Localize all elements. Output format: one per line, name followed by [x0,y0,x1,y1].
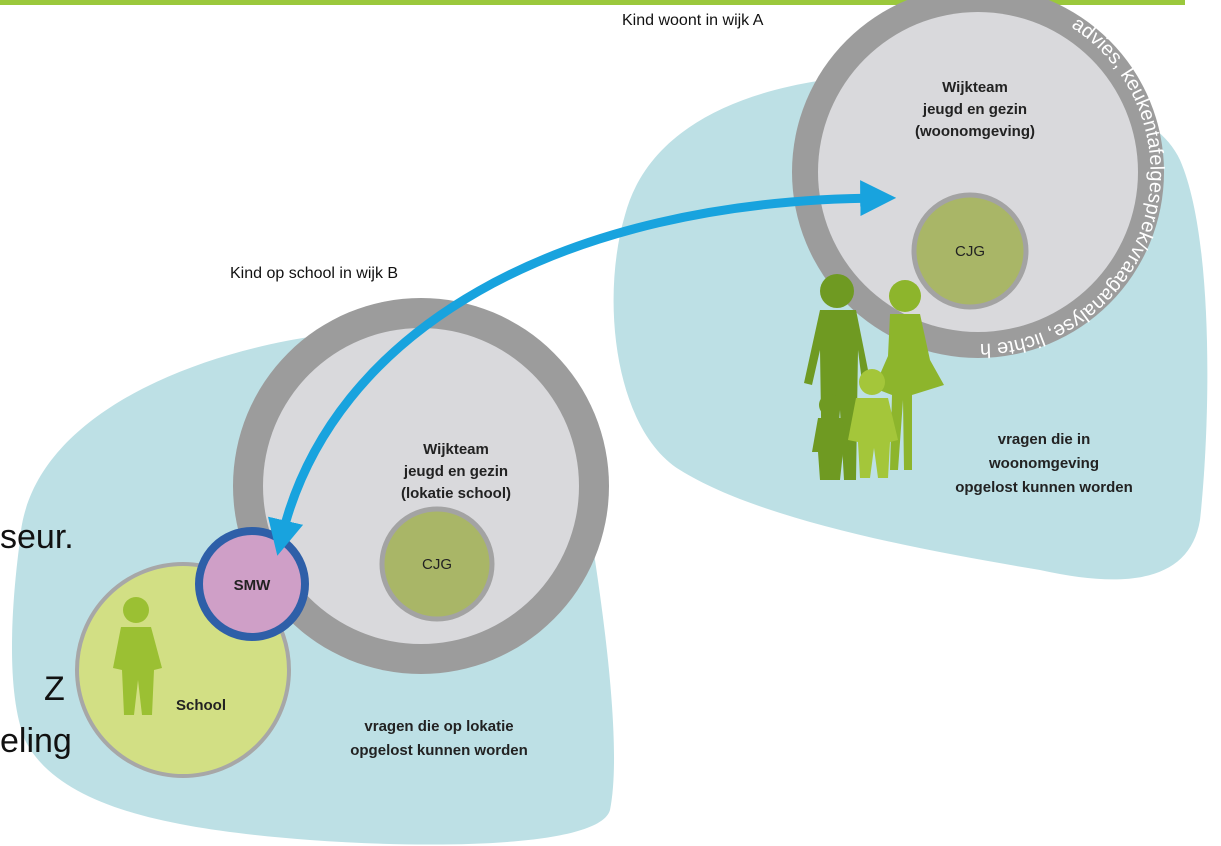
double-arrow [267,180,897,556]
note-a-line3: opgelost kunnen worden [955,479,1133,496]
label-wijk-b: Kind op school in wijk B [230,265,398,282]
note-b-line2: opgelost kunnen worden [350,742,528,759]
team-a-cjg-label: CJG [955,243,985,260]
background-text-line1: seur. [0,518,74,556]
school-label: School [176,697,226,714]
team-a-title-line3: (woonomgeving) [915,123,1035,140]
smw-circle [195,527,309,641]
team-a-cjg-circle [911,192,1029,310]
child-figure-icon [113,597,162,715]
note-a-line1: vragen die in [998,431,1091,448]
team-b-cjg-label: CJG [422,556,452,573]
note-b-line1: vragen die op lokatie [364,718,513,735]
top-bar [0,0,1185,5]
background-text-line3: eling [0,722,72,760]
background-text-line2: Z [44,670,65,708]
label-wijk-a: Kind woont in wijk A [622,12,764,29]
note-a-line2: woonomgeving [988,455,1099,472]
team-b-title-line3: (lokatie school) [401,485,511,502]
smw-label: SMW [234,577,272,594]
team-b-title-line1: Wijkteam [423,441,489,458]
team-a-title-line1: Wijkteam [942,79,1008,96]
team-a-inner-circle [818,12,1138,332]
team-a-title-line2: jeugd en gezin [922,101,1027,118]
team-b-title-line2: jeugd en gezin [403,463,508,480]
